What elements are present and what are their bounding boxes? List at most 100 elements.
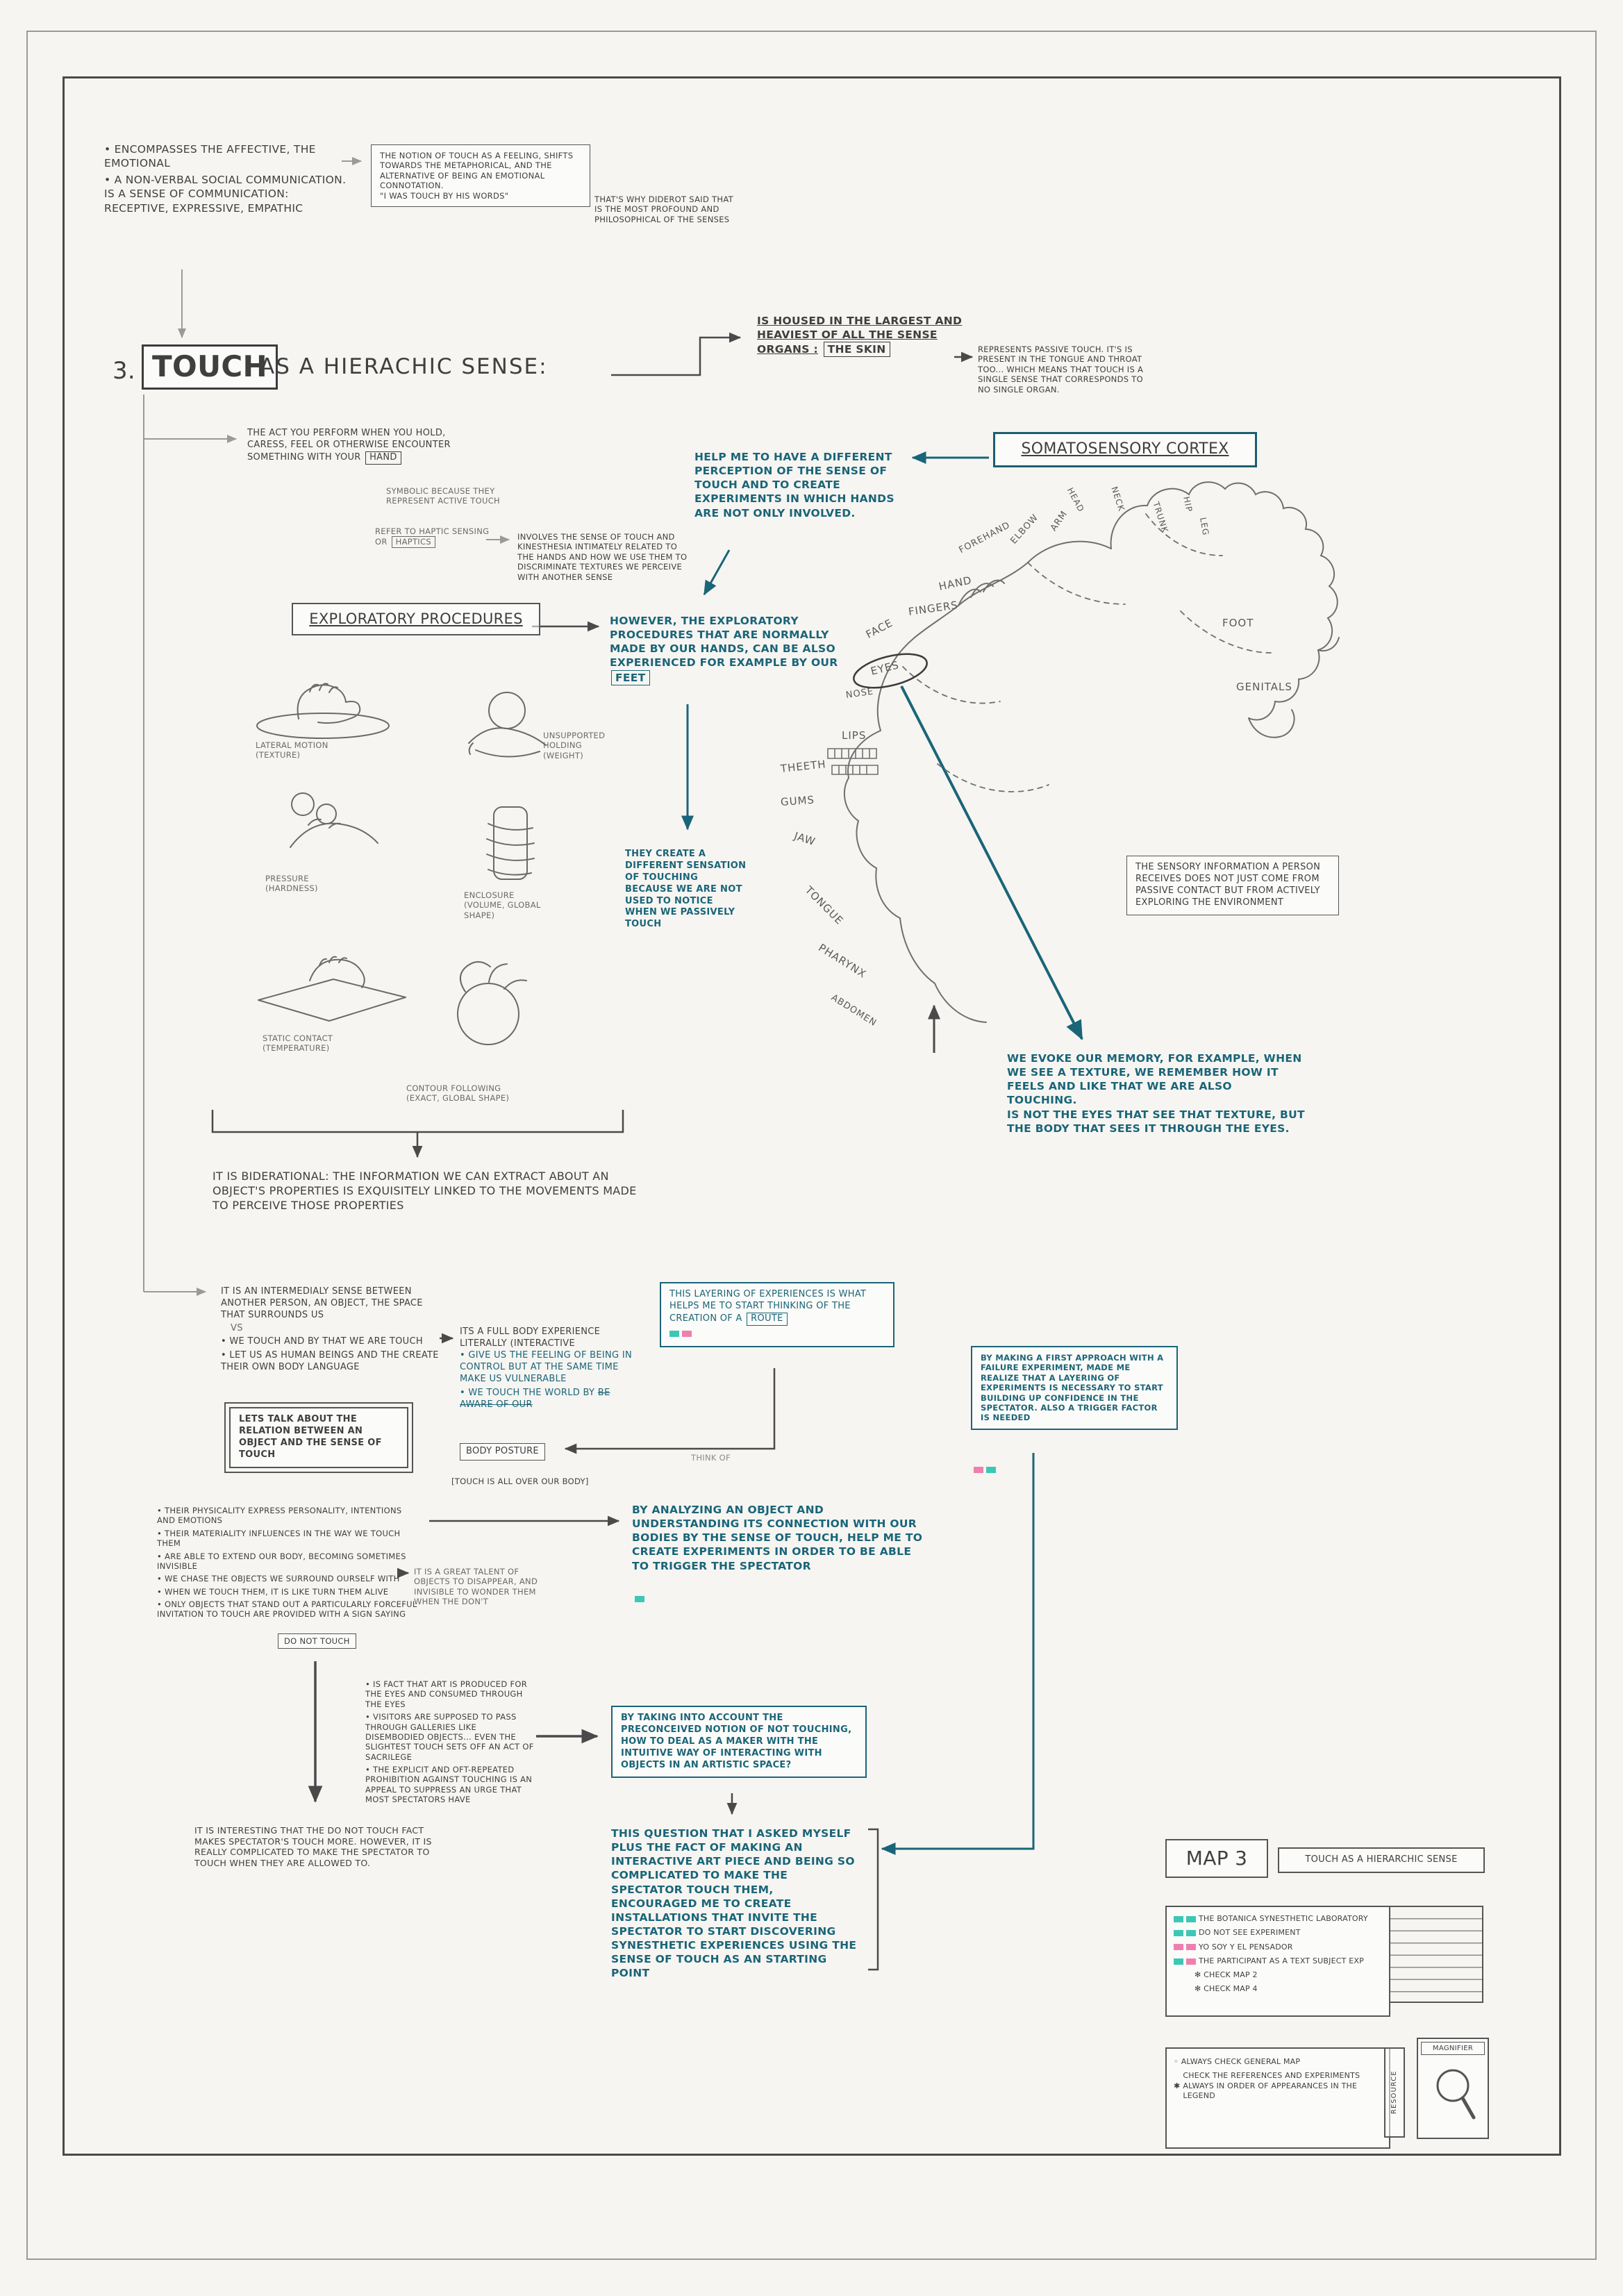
- legend-box: THE BOTANICA SYNESTHETIC LABORATORY DO N…: [1165, 1906, 1390, 2017]
- question-note: THIS QUESTION THAT I ASKED MYSELF PLUS T…: [611, 1827, 857, 1980]
- object-bullet-6: ONLY OBJECTS THAT STAND OUT A PARTICULAR…: [157, 1599, 421, 1620]
- legend-label: THE PARTICIPANT AS A TEXT SUBJECT EXP: [1199, 1956, 1364, 1965]
- check-map4-note: ✻ CHECK MAP 4: [1195, 1984, 1258, 1994]
- bullet2-pre: WE TOUCH THE WORLD BY: [468, 1388, 595, 1399]
- talent-note: IT IS A GREAT TALENT OF OBJECTS TO DISAP…: [414, 1567, 538, 1607]
- legend-item: THE BOTANICA SYNESTHETIC LABORATORY: [1174, 1914, 1382, 1924]
- layering-text: THIS LAYERING OF EXPERIENCES IS WHAT HEL…: [669, 1289, 867, 1324]
- body-posture-box: BODY POSTURE: [460, 1443, 545, 1461]
- bullet2-struck: BE AWARE OF OUR: [460, 1388, 610, 1411]
- object-bullet-5: WHEN WE TOUCH THEM, IT IS LIKE TURN THEM…: [157, 1587, 421, 1597]
- unsupported-holding-label: UNSUPPORTED HOLDING (WEIGHT): [543, 731, 606, 760]
- legend-item: YO SOY Y EL PENSADOR: [1174, 1943, 1382, 1952]
- body-label-genitals: GENITALS: [1236, 681, 1292, 693]
- full-body-heading: ITS A FULL BODY EXPERIENCE LITERALLY (IN…: [460, 1326, 601, 1349]
- object-bullet-1: THEIR PHYSICALITY EXPRESS PERSONALITY, I…: [157, 1506, 421, 1526]
- however-text: HOWEVER, THE EXPLORATORY PROCEDURES THAT…: [610, 615, 838, 669]
- hand-box: HAND: [365, 451, 401, 465]
- map-number-box: MAP 3: [1165, 1839, 1268, 1879]
- lateral-motion-label: LATERAL MOTION (TEXTURE): [256, 740, 328, 760]
- legend-note: ◦ ALWAYS CHECK GENERAL MAP: [1174, 2057, 1301, 2066]
- act-note: THE ACT YOU PERFORM WHEN YOU HOLD, CARES…: [247, 428, 456, 465]
- somatosensory-cortex-box: SOMATOSENSORY CORTEX: [993, 432, 1257, 467]
- static-contact-label: STATIC CONTACT (TEMPERATURE): [263, 1033, 333, 1054]
- preconceived-box: BY TAKING INTO ACCOUNT THE PRECONCEIVED …: [611, 1706, 867, 1779]
- touch-all-over-note: [TOUCH IS ALL OVER OUR BODY]: [451, 1476, 589, 1486]
- notion-of-touch-box: THE NOTION OF TOUCH AS A FEELING, SHIFTS…: [371, 144, 590, 207]
- exploratory-procedures-box: EXPLORATORY PROCEDURES: [292, 603, 540, 636]
- teal-mark-icon: [635, 1596, 644, 1602]
- teal-mark-icon: [1186, 1915, 1196, 1922]
- exploratory-label: EXPLORATORY PROCEDURES: [309, 610, 523, 627]
- pressure-sketch: [263, 778, 401, 872]
- legend-note: ✱ CHECK THE REFERENCES AND EXPERIMENTS A…: [1174, 2071, 1382, 2101]
- legend-subitem: ✻ CHECK MAP 4: [1195, 1984, 1382, 1994]
- body-label-gums: GUMS: [780, 793, 815, 808]
- body-label-lips: LIPS: [842, 729, 867, 742]
- lateral-motion-sketch: [250, 660, 396, 747]
- they-create-note: THEY CREATE A DIFFERENT SENSATION OF TOU…: [625, 849, 747, 930]
- symbolic-note: SYMBOLIC BECAUSE THEY REPRESENT ACTIVE T…: [386, 486, 500, 506]
- intermedialy-note: IT IS AN INTERMEDIALY SENSE BETWEEN ANOT…: [221, 1286, 443, 1376]
- pink-mark-icon: [682, 1330, 692, 1337]
- biderational-note: IT IS BIDERATIONAL: THE INFORMATION WE C…: [213, 1170, 637, 1212]
- teal-mark-icon: [1174, 1915, 1183, 1922]
- pressure-label: PRESSURE (HARDNESS): [265, 874, 318, 894]
- teal-mark-icon: [986, 1467, 996, 1473]
- affective-bullets: ENCOMPASSES THE AFFECTIVE, THE EMOTIONAL…: [104, 142, 347, 218]
- evoke-memory-note: WE EVOKE OUR MEMORY, FOR EXAMPLE, WHEN W…: [1007, 1052, 1305, 1135]
- art-bullet-2: VISITORS ARE SUPPOSED TO PASS THROUGH GA…: [365, 1712, 535, 1762]
- map-title-box: TOUCH AS A HIERARCHIC SENSE: [1278, 1847, 1485, 1873]
- ruled-card: [1389, 1906, 1483, 2003]
- diderot-note: THAT'S WHY DIDEROT SAID THAT IS THE MOST…: [594, 194, 733, 224]
- intermedialy-vs: VS: [231, 1322, 243, 1333]
- teal-mark-icon: [1186, 1929, 1196, 1936]
- analyzing-mark: [635, 1592, 647, 1606]
- feet-box: FEET: [611, 669, 650, 685]
- layering-marks: [669, 1329, 885, 1340]
- full-body-note: ITS A FULL BODY EXPERIENCE LITERALLY (IN…: [460, 1326, 633, 1414]
- however-feet-note: HOWEVER, THE EXPLORATORY PROCEDURES THAT…: [610, 614, 839, 685]
- legend-label: DO NOT SEE EXPERIMENT: [1199, 1928, 1301, 1938]
- haptic-text: REFER TO HAPTIC SENSING OR: [375, 526, 490, 547]
- legend-subitem: ✻ CHECK MAP 2: [1195, 1970, 1382, 1980]
- body-label-foot: FOOT: [1222, 617, 1254, 629]
- resource-tab: RESOURCE: [1384, 2047, 1405, 2138]
- pink-mark-icon: [1174, 1944, 1183, 1951]
- layering-box: THIS LAYERING OF EXPERIENCES IS WHAT HEL…: [660, 1282, 894, 1347]
- unsupported-holding-sketch: [448, 684, 566, 768]
- act-text: THE ACT YOU PERFORM WHEN YOU HOLD, CARES…: [247, 428, 451, 463]
- title-subtitle: AS A HIERACHIC SENSE:: [260, 354, 548, 379]
- contour-following-sketch: [422, 950, 554, 1058]
- interesting-note: IT IS INTERESTING THAT THE DO NOT TOUCH …: [194, 1825, 432, 1868]
- involves-note: INVOLVES THE SENSE OF TOUCH AND KINESTHE…: [517, 532, 688, 582]
- object-bullet-3: ARE ABLE TO EXTEND OUR BODY, BECOMING SO…: [157, 1552, 421, 1572]
- pink-mark-icon: [1186, 1958, 1196, 1965]
- homunculus-drawing: [792, 458, 1361, 1060]
- full-body-bullet-1: GIVE US THE FEELING OF BEING IN CONTROL …: [460, 1350, 633, 1386]
- pink-mark-icon: [974, 1467, 983, 1473]
- haptics-box: HAPTICS: [391, 536, 435, 548]
- bullet-nonverbal: A NON-VERBAL SOCIAL COMMUNICATION. IS A …: [104, 173, 347, 215]
- teal-mark-icon: [1174, 1929, 1183, 1936]
- enclosure-label: ENCLOSURE (VOLUME, GLOBAL SHAPE): [464, 890, 541, 920]
- bullet-affective: ENCOMPASSES THE AFFECTIVE, THE EMOTIONAL: [104, 142, 347, 170]
- legend-item: THE PARTICIPANT AS A TEXT SUBJECT EXP: [1174, 1956, 1382, 1966]
- intermedialy-bullet-1: WE TOUCH AND BY THAT WE ARE TOUCH: [221, 1336, 443, 1348]
- teal-mark-icon: [1174, 1958, 1183, 1965]
- magnifier-box: MAGNIFIER: [1417, 2038, 1489, 2139]
- skin-note: IS HOUSED IN THE LARGEST AND HEAVIEST OF…: [757, 314, 979, 358]
- legend-label: YO SOY Y EL PENSADOR: [1199, 1942, 1293, 1952]
- help-me-note: HELP ME TO HAVE A DIFFERENT PERCEPTION O…: [694, 451, 894, 519]
- think-of-note: THINK OF: [691, 1453, 731, 1463]
- passive-touch-note: REPRESENTS PASSIVE TOUCH. IT'S IS PRESEN…: [978, 344, 1144, 394]
- magnifier-label: MAGNIFIER: [1421, 2042, 1485, 2055]
- sensory-information-box: THE SENSORY INFORMATION A PERSON RECEIVE…: [1126, 856, 1339, 915]
- art-bullet-3: THE EXPLICIT AND OFT-REPEATED PROHIBITIO…: [365, 1765, 535, 1805]
- teal-mark-icon: [669, 1330, 679, 1337]
- title-number: 3.: [113, 357, 136, 385]
- object-bullet-2: THEIR MATERIALITY INFLUENCES IN THE WAY …: [157, 1529, 421, 1549]
- contour-following-label: CONTOUR FOLLOWING (EXACT, GLOBAL SHAPE): [406, 1083, 510, 1104]
- check-map2-note: ✻ CHECK MAP 2: [1195, 1970, 1258, 1980]
